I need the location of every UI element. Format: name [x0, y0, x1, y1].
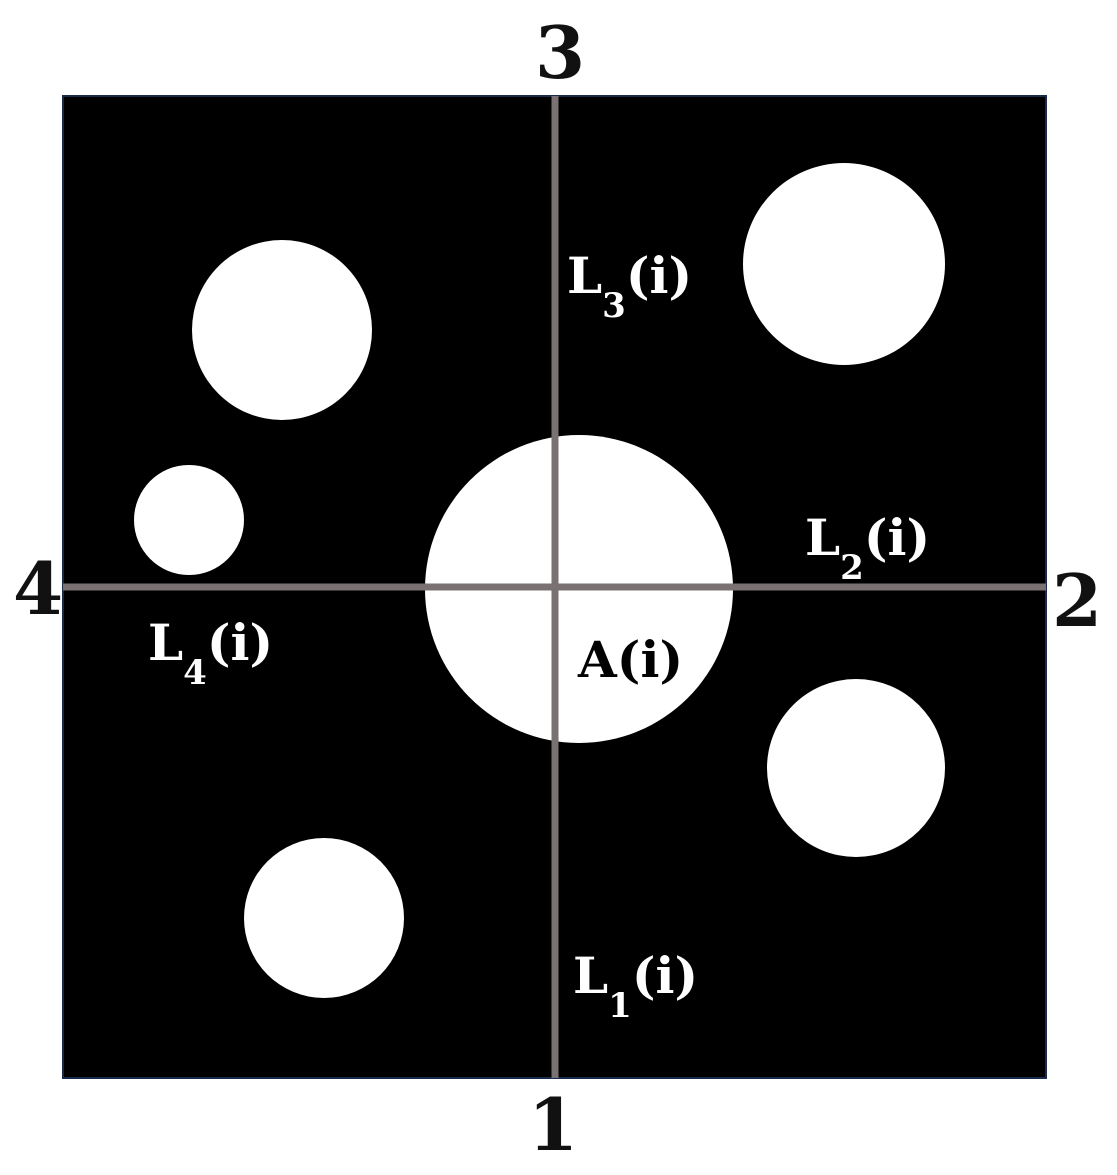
segment-label-l2: L2(i)	[805, 508, 930, 588]
edge-label-right: 2	[1052, 558, 1102, 643]
edge-label-left: 4	[13, 546, 63, 631]
segment-l4-sub: 4	[183, 653, 207, 693]
segment-l3-sub: 3	[602, 286, 626, 326]
segment-l4-tail: (i)	[207, 613, 273, 672]
edge-label-top: 3	[535, 10, 585, 95]
segment-l1-base: L	[573, 946, 608, 1005]
segment-l2-base: L	[805, 508, 840, 567]
center-label: A(i)	[577, 630, 683, 689]
pore-top-right	[743, 163, 945, 365]
segment-l4-base: L	[148, 613, 183, 672]
segment-l1-sub: 1	[608, 986, 632, 1026]
segment-label-l4: L4(i)	[148, 613, 273, 693]
segment-label-l1: L1(i)	[573, 946, 698, 1026]
edge-label-bottom: 1	[528, 1082, 578, 1167]
segment-l3-tail: (i)	[626, 246, 692, 305]
pore-left-small	[134, 465, 244, 575]
segment-l1-tail: (i)	[632, 946, 698, 1005]
segment-l2-tail: (i)	[864, 508, 930, 567]
pore-top-left	[192, 240, 372, 420]
segment-label-l3: L3(i)	[567, 246, 692, 326]
segment-l2-sub: 2	[840, 548, 864, 588]
pore-right	[767, 679, 945, 857]
pore-bottom-left	[244, 838, 404, 998]
segment-l3-base: L	[567, 246, 602, 305]
